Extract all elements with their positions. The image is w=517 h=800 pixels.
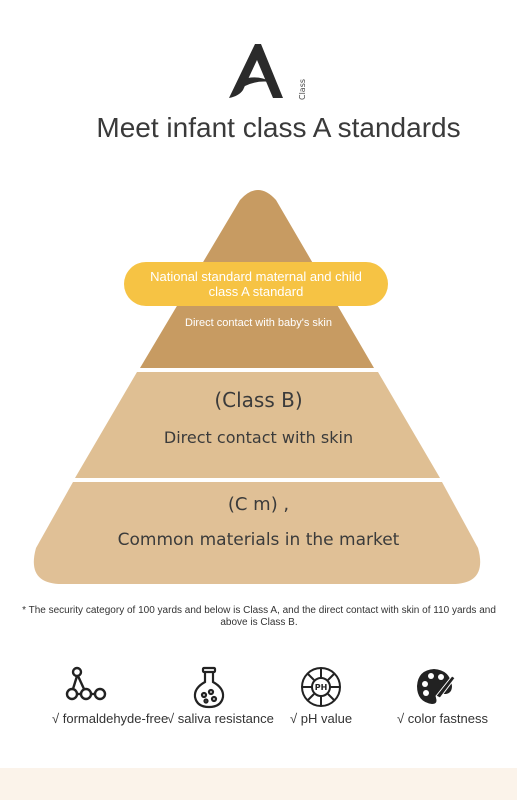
middle-tier-title: (Class B) [214, 388, 303, 412]
class-a-badge-text: National standard maternal and child cla… [150, 269, 362, 299]
pyramid-middle-tier [75, 372, 440, 478]
bottom-tier-subtitle: Common materials in the market [117, 530, 400, 550]
feature-label-ph: √ pH value [290, 711, 353, 726]
flask-icon [189, 666, 229, 710]
molecule-icon [64, 666, 108, 706]
palette-icon [414, 666, 456, 708]
class-a-badge: National standard maternal and child cla… [124, 262, 388, 306]
footnote: * The security category of 100 yards and… [22, 605, 496, 628]
feature-label-formaldehyde: √ formaldehyde-free [52, 711, 169, 726]
feature-label-color-fastness: √ color fastness [397, 711, 488, 726]
feature-label-saliva: √ saliva resistance [167, 711, 274, 726]
brand-logo [221, 40, 299, 100]
footer-band [0, 768, 517, 800]
page-title: Meet infant class A standards [96, 112, 461, 143]
svg-text:PH: PH [315, 683, 328, 692]
bottom-tier-title: (C m) , [227, 494, 290, 515]
middle-tier-subtitle: Direct contact with skin [163, 428, 354, 447]
top-tier-subtitle: Direct contact with baby's skin [185, 317, 332, 329]
pyramid-bottom-tier [33, 482, 481, 584]
ph-meter-icon: PH [300, 666, 342, 708]
